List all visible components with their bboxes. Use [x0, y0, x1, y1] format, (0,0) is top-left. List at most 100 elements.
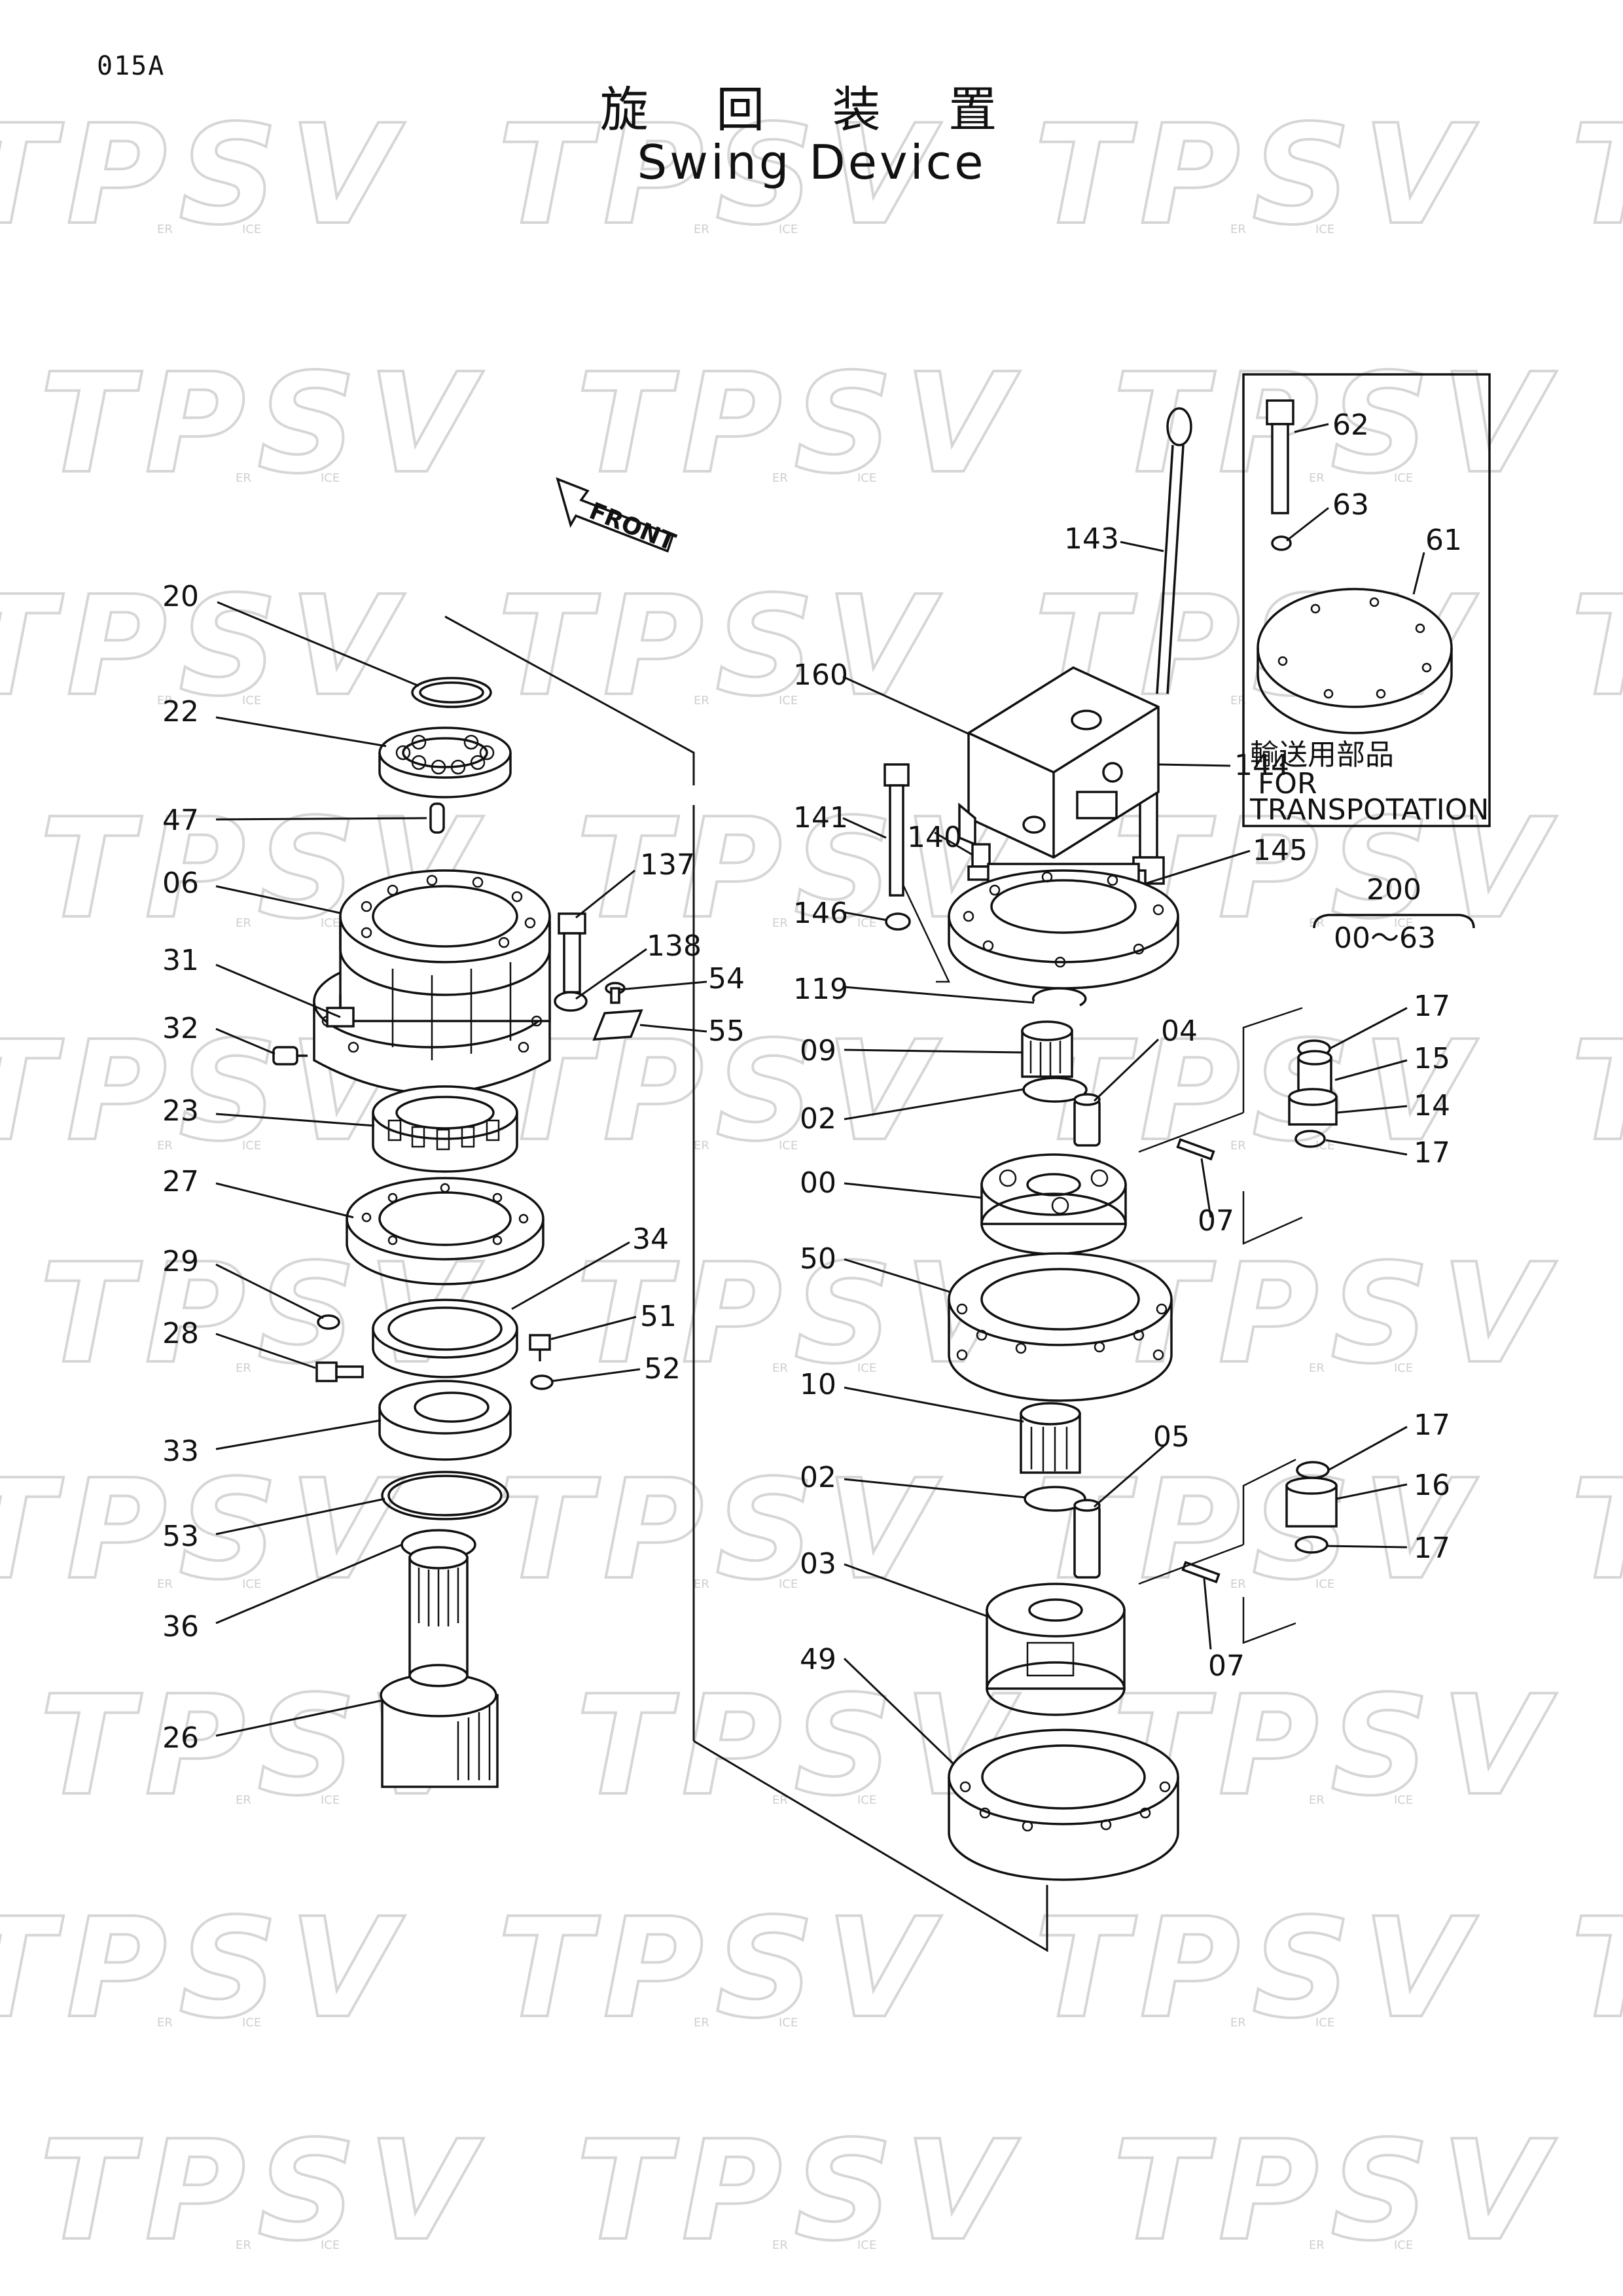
- part-29-washer: [317, 1314, 340, 1330]
- watermark-text: TPSV: [1571, 1888, 1623, 2049]
- watermark-sub-left: ER: [1230, 1577, 1246, 1591]
- watermark-text: TPSV: [1113, 344, 1560, 504]
- watermark-sub-left: ER: [1230, 694, 1246, 708]
- watermark-sub-right: ICE: [242, 694, 261, 708]
- label-part-34: 34: [632, 1223, 669, 1256]
- motor-flange: [948, 863, 1179, 990]
- label-part-26: 26: [162, 1721, 199, 1755]
- watermark-sub-right: ICE: [1315, 1139, 1334, 1153]
- page-title-japanese: 旋 回 装 置: [599, 82, 1024, 138]
- part-33-seal-housing: [378, 1380, 512, 1461]
- watermark-text: TPSV: [497, 95, 944, 255]
- watermark-sub-left: ER: [157, 1577, 173, 1591]
- watermark-sub-left: ER: [236, 2238, 251, 2252]
- watermark-sub-right: ICE: [779, 2016, 798, 2030]
- part-51-bolt: [529, 1334, 551, 1361]
- label-part-31: 31: [162, 944, 199, 977]
- label-part-09: 09: [800, 1034, 836, 1067]
- label-part-160: 160: [793, 658, 848, 692]
- label-part-06: 06: [162, 867, 199, 900]
- watermark-sub-left: ER: [1309, 471, 1325, 485]
- watermark-sub-right: ICE: [1394, 2238, 1413, 2252]
- planet-gear-group-lower: [1138, 1458, 1338, 1644]
- part-06-housing: [313, 869, 551, 1094]
- part-22-bearing: [378, 726, 512, 798]
- watermark-text: TPSV: [0, 1450, 408, 1610]
- label-part-36: 36: [162, 1610, 199, 1643]
- label-part-51: 51: [640, 1300, 677, 1333]
- watermark-sub-right: ICE: [321, 471, 340, 485]
- part-10-sun-gear: [1020, 1402, 1081, 1474]
- leader-lines: [215, 423, 1425, 1765]
- watermark-sub-left: ER: [772, 2238, 788, 2252]
- watermark-sub-right: ICE: [1315, 1577, 1334, 1591]
- part-labels: 20 22 47 06 31 32 137 138 54 55 23 27 29…: [162, 408, 1489, 1755]
- label-part-05: 05: [1153, 1420, 1190, 1454]
- label-part-16: 16: [1414, 1469, 1450, 1502]
- front-arrow-icon: FRONT: [556, 477, 679, 556]
- watermark-sub-left: ER: [1309, 916, 1325, 930]
- watermark-sub-right: ICE: [242, 223, 261, 236]
- watermark-text: TPSV: [0, 95, 408, 255]
- watermark-sub-right: ICE: [242, 1139, 261, 1153]
- watermark-sub-left: ER: [694, 1139, 709, 1153]
- part-146-washer: [885, 912, 911, 931]
- label-part-02b: 02: [800, 1461, 836, 1494]
- watermark-sub-left: ER: [157, 2016, 173, 2030]
- watermark-sub-left: ER: [1230, 2016, 1246, 2030]
- label-part-28: 28: [162, 1317, 199, 1350]
- watermark-sub-right: ICE: [857, 1361, 876, 1375]
- label-part-07a: 07: [1198, 1204, 1234, 1238]
- label-part-29: 29: [162, 1245, 199, 1278]
- watermark-sub-left: ER: [157, 694, 173, 708]
- watermark-sub-right: ICE: [1394, 916, 1413, 930]
- label-part-49: 49: [800, 1643, 836, 1676]
- transport-note-en-2: TRANSPOTATION: [1249, 793, 1489, 827]
- part-05-pin: [1073, 1499, 1101, 1579]
- watermark-text: TPSV: [1571, 566, 1623, 726]
- watermark-sub-left: ER: [1309, 1361, 1325, 1375]
- watermark-text: TPSV: [1034, 1888, 1481, 2049]
- watermark-sub-left: ER: [772, 471, 788, 485]
- watermark-text: TPSV: [576, 1234, 1023, 1394]
- label-part-50: 50: [800, 1242, 836, 1276]
- part-137-bolt: [558, 912, 586, 994]
- label-part-32: 32: [162, 1012, 199, 1045]
- label-part-55: 55: [708, 1014, 745, 1048]
- watermark-text: TPSV: [1034, 1450, 1481, 1610]
- page-title-english: Swing Device: [637, 135, 986, 190]
- watermark-sub-left: ER: [157, 223, 173, 236]
- label-part-144: 144: [1234, 749, 1289, 782]
- part-50-ring-gear: [948, 1252, 1173, 1402]
- watermark-text: TPSV: [0, 566, 408, 726]
- watermark-sub-left: ER: [1309, 1793, 1325, 1807]
- watermark-text: TPSV: [1113, 2111, 1560, 2271]
- part-02-thrust-plate-lower: [1024, 1486, 1086, 1512]
- watermark-text: TPSV: [1571, 1450, 1623, 1610]
- watermark-text: TPSV: [497, 566, 944, 726]
- watermark-sub-left: ER: [772, 1793, 788, 1807]
- part-34-oil-seal: [372, 1299, 518, 1378]
- transport-note-jp: 輸送用部品: [1250, 738, 1394, 772]
- watermark-sub-right: ICE: [857, 1793, 876, 1807]
